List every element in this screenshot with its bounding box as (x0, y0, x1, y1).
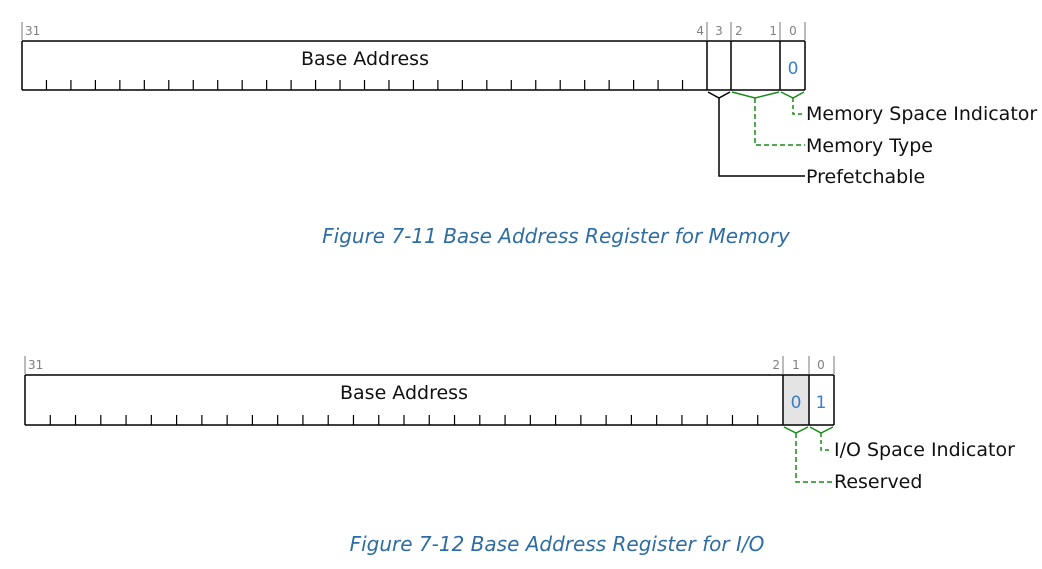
bit0-value: 1 (816, 393, 827, 413)
bit-ticks (49, 415, 759, 425)
prefetchable-leader (707, 91, 805, 177)
bit-number-3: 3 (715, 24, 723, 38)
bit1-value: 0 (791, 393, 802, 413)
bit-ticks (45, 80, 684, 90)
memory-type-leader (731, 91, 805, 146)
callout-memory-type: Memory Type (806, 135, 933, 157)
bit-position-markers (21, 22, 806, 40)
figure-caption-7-12: Figure 7-12 Base Address Register for I/… (350, 532, 765, 556)
callout-io-space-indicator: I/O Space Indicator (834, 439, 1015, 461)
field-base-address: Base Address (301, 48, 429, 70)
memory-space-indicator-leader (780, 91, 805, 115)
bit-number-2: 2 (772, 358, 780, 372)
figure-caption-7-11: Figure 7-11 Base Address Register for Me… (322, 224, 791, 248)
bit-number-1: 1 (792, 358, 800, 372)
callout-memory-space-indicator: Memory Space Indicator (806, 103, 1037, 125)
field-base-address: Base Address (340, 382, 468, 404)
bit-number-0: 0 (817, 358, 825, 372)
bit-number-0: 0 (789, 24, 797, 38)
io-space-indicator-leader (809, 426, 834, 451)
bit-number-2: 2 (735, 24, 743, 38)
memory-bar-diagram: 31 4 3 2 1 0 Base Address 0 (21, 22, 1037, 248)
callout-prefetchable: Prefetchable (806, 166, 925, 188)
bit-number-4: 4 (696, 24, 704, 38)
bit-number-31: 31 (28, 358, 43, 372)
io-bar-diagram: 31 2 1 0 Base Address 0 1 I/O Space Indi… (24, 356, 1015, 556)
bit-number-1: 1 (769, 24, 777, 38)
bit0-value: 0 (788, 59, 799, 79)
bit-number-31: 31 (25, 24, 40, 38)
reserved-bit-cell (783, 375, 809, 425)
bit-position-markers (24, 356, 835, 374)
callout-reserved: Reserved (834, 471, 922, 493)
reserved-leader (783, 426, 832, 483)
